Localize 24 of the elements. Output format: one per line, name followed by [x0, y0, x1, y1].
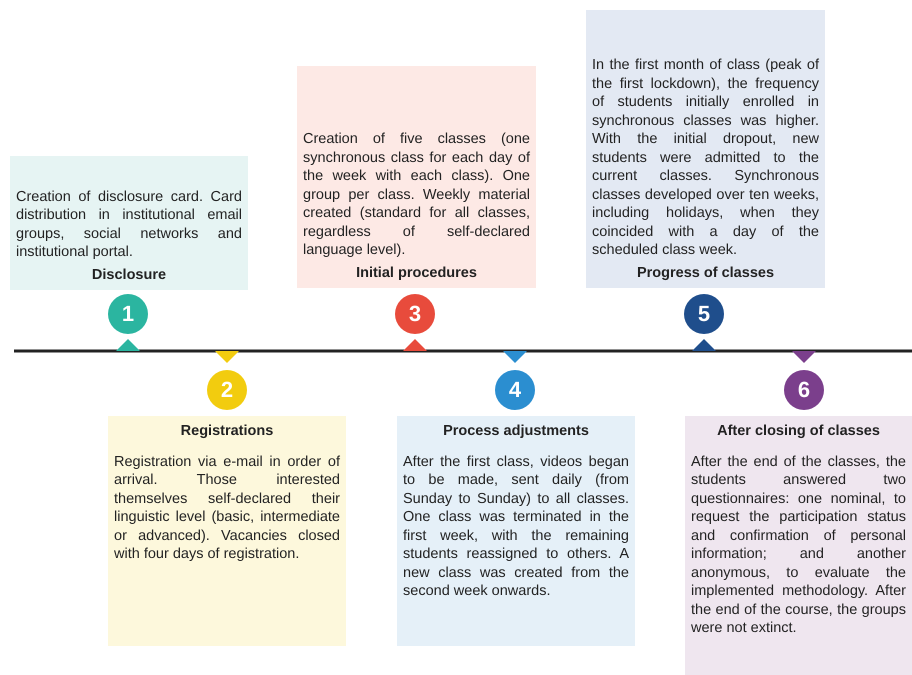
step-card: [397, 416, 635, 646]
step-description: After the end of the classes, the students answered two questionnaires: one nominal, to request the participation status and confirmation of personal information; and another anonymous, to evaluate the implemented methodology. After the end of the course, the groups were not extinct.: [691, 452, 906, 638]
step-card: [685, 416, 912, 675]
step-card: [586, 10, 825, 288]
step-number: 2: [207, 370, 247, 410]
step-heading: Progress of classes: [636, 264, 776, 282]
step-number: 3: [395, 294, 435, 334]
step-heading: After closing of classes: [716, 422, 881, 440]
step-description: After the first class, videos began to be made, sent daily (from Sunday to Sunday) to all classes. One class was terminated in the first week, with the remaining students reassigned to others. A new class was created from the second week onwards.: [403, 452, 629, 600]
step-description: Creation of five classes (one synchronous class for each day of the week with each class). One group per class. Weekly material created (standard for all classes, regardless of self-declared language level).: [303, 130, 530, 260]
step-heading: Disclosure: [90, 266, 168, 284]
step-number: 1: [108, 294, 148, 334]
step-card: [108, 416, 346, 646]
step-number: 6: [784, 370, 824, 410]
step-description: Creation of disclosure card. Card distribution in institutional email groups, social networks and institutional portal.: [16, 188, 242, 262]
step-description: Registration via e-mail in order of arrival. Those interested themselves self-declared their linguistic level (basic, intermediate or advanced). Vacancies closed with four days of registration.: [114, 452, 340, 564]
step-heading: Process adjustments: [442, 422, 590, 440]
step-description: In the first month of class (peak of the first lockdown), the frequency of students initially enrolled in synchronous classes was higher. With the initial dropout, new students were admitted to the current classes. Synchronous classes developed over ten weeks, including holidays, when they coincided with a day of the scheduled class week.: [592, 56, 819, 260]
step-heading: Registrations: [180, 422, 274, 440]
step-heading: Initial procedures: [355, 264, 478, 282]
step-card: [297, 66, 536, 288]
step-card: [10, 156, 248, 290]
step-number: 4: [495, 370, 535, 410]
step-number: 5: [684, 294, 724, 334]
